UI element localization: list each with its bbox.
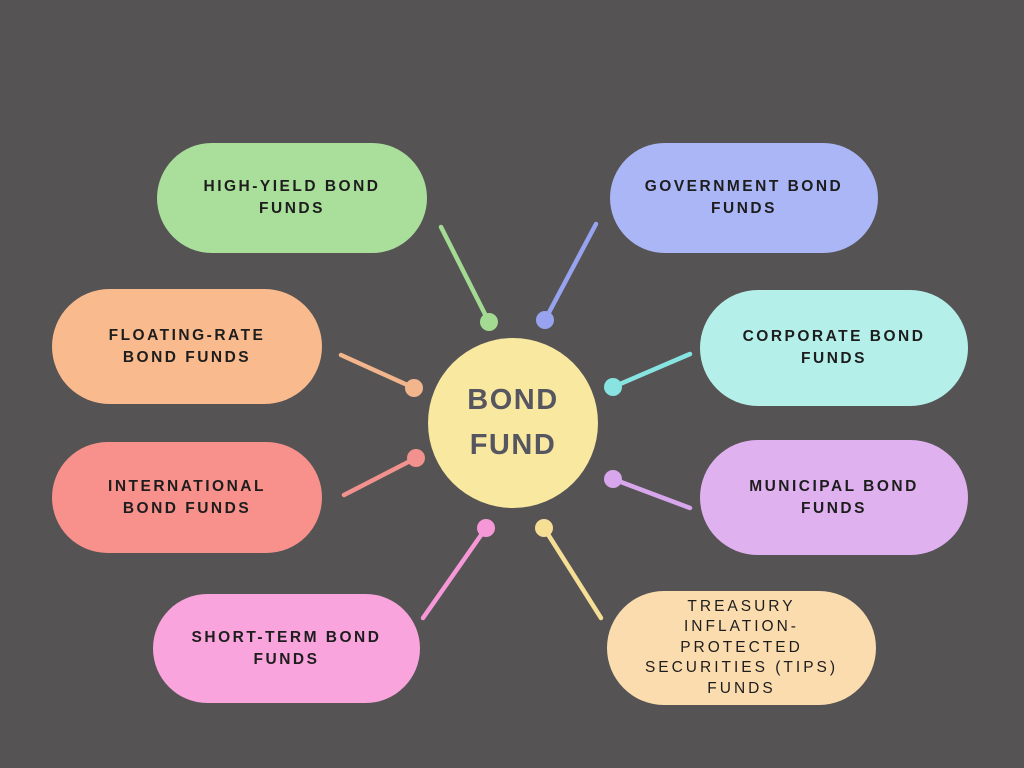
node-municipal-bond-funds: MUNICIPAL BOND FUNDS <box>700 440 968 555</box>
connector-dot-government <box>536 311 554 329</box>
connector-dot-floating-rate <box>405 379 423 397</box>
connector-government <box>542 221 599 323</box>
connector-international <box>341 455 419 498</box>
node-label-municipal: MUNICIPAL BOND FUNDS <box>749 477 919 517</box>
node-label-short-term: SHORT-TERM BOND FUNDS <box>191 628 382 668</box>
connector-dot-municipal <box>604 470 622 488</box>
connector-short-term <box>420 525 489 621</box>
connector-tips <box>541 525 604 621</box>
node-high-yield-bond-funds: HIGH-YIELD BOND FUNDS <box>157 143 427 253</box>
node-floating-rate-bond-funds: FLOATING-RATE BOND FUNDS <box>52 289 322 404</box>
connector-dot-high-yield <box>480 313 498 331</box>
center-node-label: BOND FUND <box>467 384 559 461</box>
connector-corporate <box>610 351 693 390</box>
connector-dot-corporate <box>604 378 622 396</box>
node-label-international: INTERNATIONAL BOND FUNDS <box>108 477 266 517</box>
node-government-bond-funds: GOVERNMENT BOND FUNDS <box>610 143 878 253</box>
center-node-bond-fund: BOND FUND <box>428 338 598 508</box>
node-short-term-bond-funds: SHORT-TERM BOND FUNDS <box>153 594 420 703</box>
node-international-bond-funds: INTERNATIONAL BOND FUNDS <box>52 442 322 553</box>
node-label-high-yield: HIGH-YIELD BOND FUNDS <box>203 178 381 217</box>
connector-high-yield <box>438 224 492 325</box>
connector-floating-rate <box>338 352 417 391</box>
connector-dot-short-term <box>477 519 495 537</box>
connector-dot-tips <box>535 519 553 537</box>
connector-dot-international <box>407 449 425 467</box>
connector-municipal <box>610 476 693 511</box>
node-label-corporate: CORPORATE BOND FUNDS <box>742 328 926 367</box>
node-tips-funds: TREASURY INFLATION- PROTECTED SECURITIES… <box>607 591 876 705</box>
node-corporate-bond-funds: CORPORATE BOND FUNDS <box>700 290 968 406</box>
node-label-floating-rate: FLOATING-RATE BOND FUNDS <box>108 326 266 366</box>
node-label-tips: TREASURY INFLATION- PROTECTED SECURITIES… <box>644 597 839 697</box>
node-label-government: GOVERNMENT BOND FUNDS <box>644 178 844 217</box>
